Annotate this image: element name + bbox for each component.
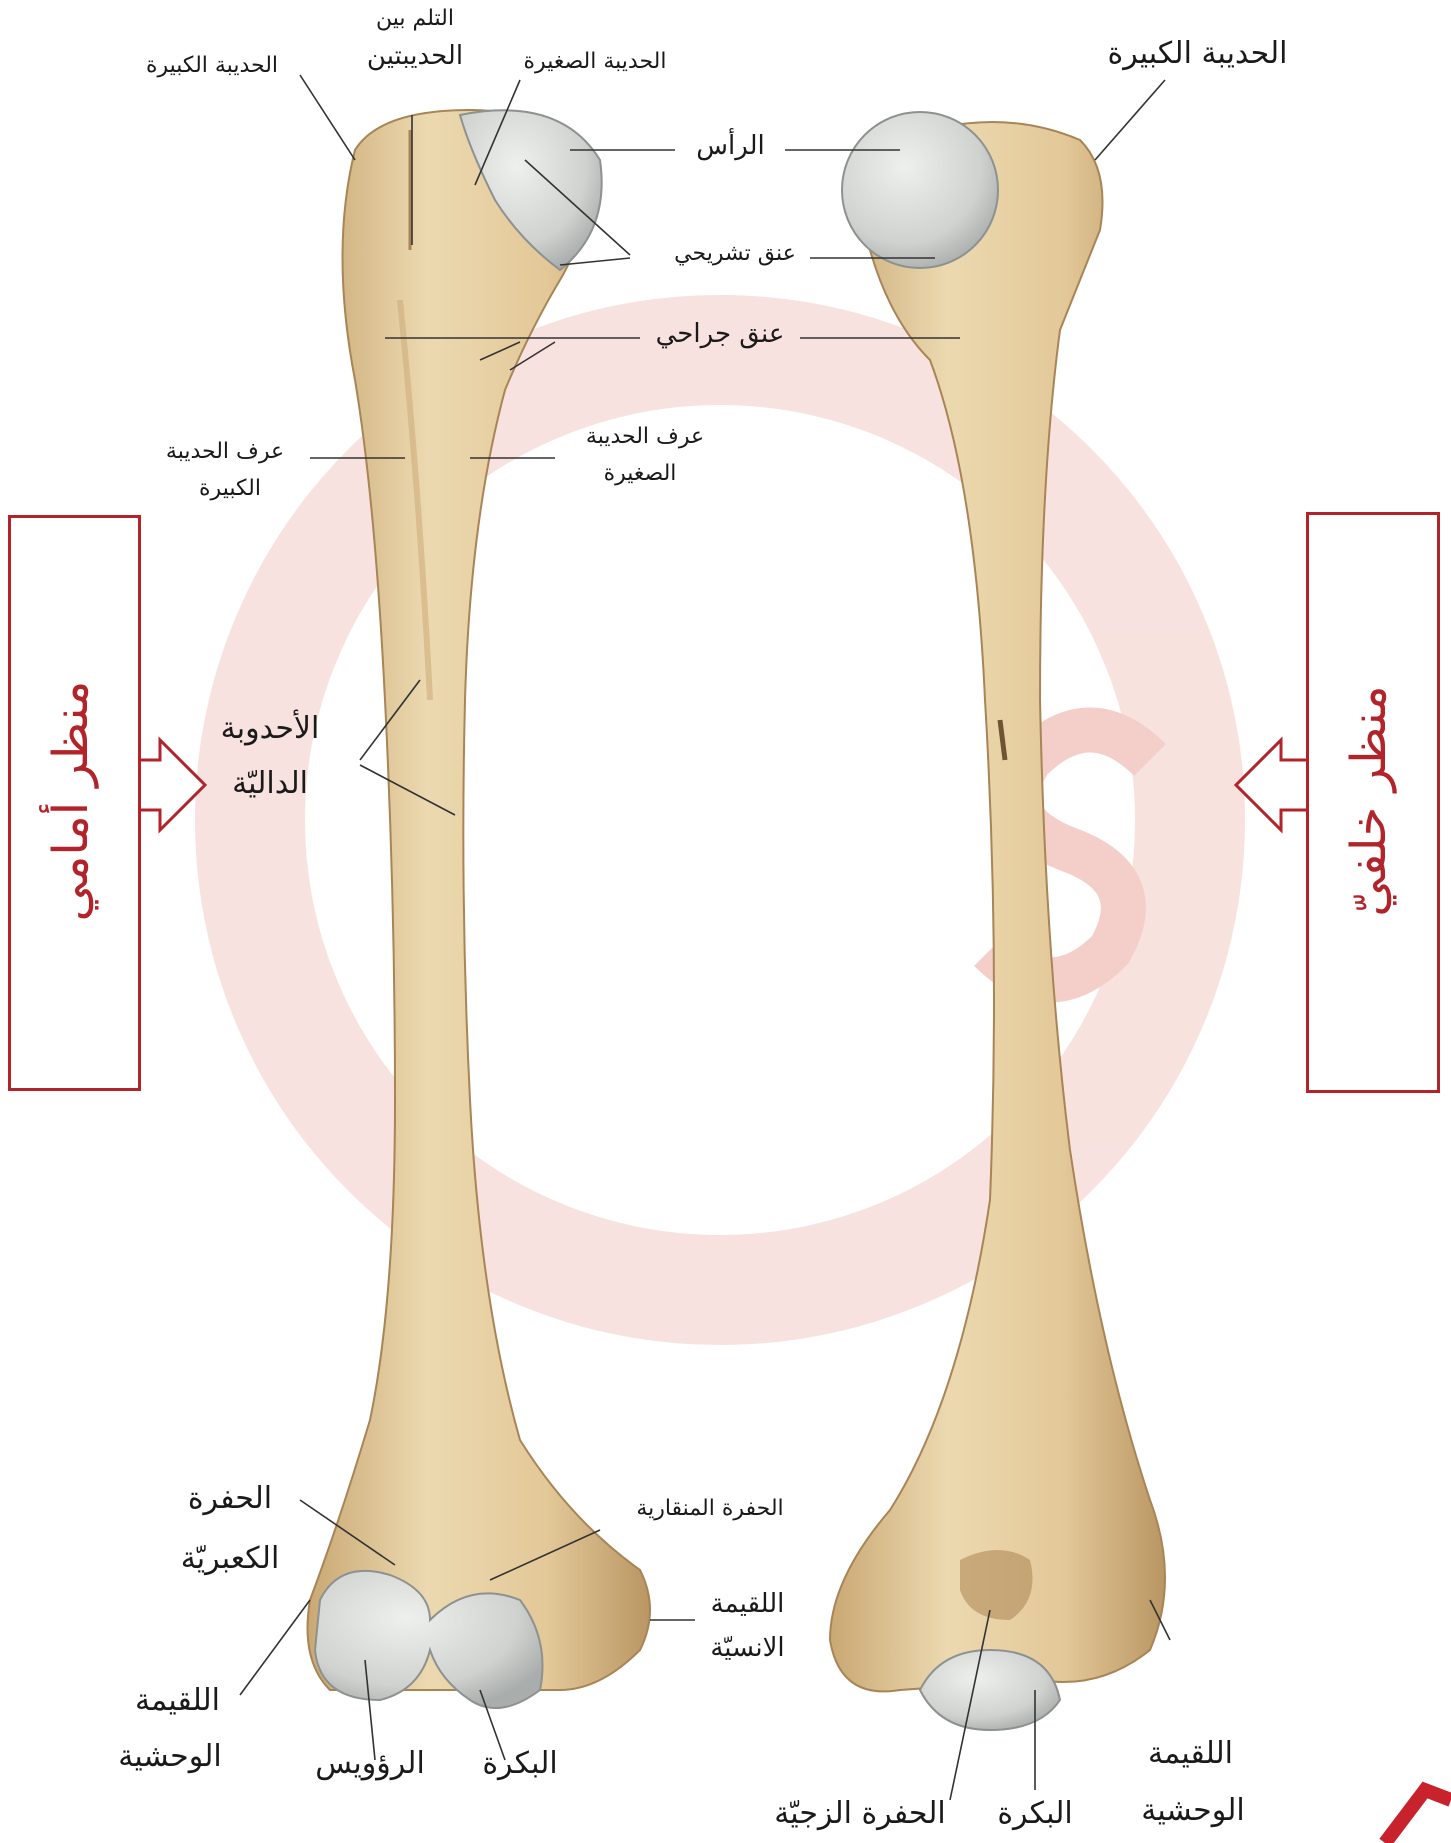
label-lateral-epicondyle-posterior-line2: الوحشية bbox=[1118, 1792, 1268, 1830]
label-radial-fossa-line2: الكعبريّة bbox=[155, 1540, 305, 1578]
label-trochlea-anterior: البكرة bbox=[470, 1745, 570, 1783]
label-greater-tubercle-anterior: الحديبة الكبيرة bbox=[122, 52, 302, 80]
label-capitulum: الرؤويس bbox=[300, 1745, 440, 1783]
posterior-view-box: منظر خلفيّ bbox=[1306, 512, 1440, 1093]
label-olecranon-fossa: الحفرة الزجيّة bbox=[755, 1795, 965, 1833]
label-lesser-crest-line2: الصغيرة bbox=[585, 460, 695, 488]
label-deltoid-tuberosity-line2: الداليّة bbox=[215, 765, 325, 803]
posterior-view-title: منظر خلفيّ bbox=[1341, 641, 1397, 961]
label-medial-epicondyle-line2: الانسيّة bbox=[690, 1632, 805, 1665]
anterior-view-box: منظر أمامي bbox=[8, 515, 141, 1091]
label-greater-crest-line2: الكبيرة bbox=[175, 475, 285, 503]
label-lesser-crest-line1: عرف الحديبة bbox=[565, 423, 725, 451]
posterior-arrow bbox=[1236, 740, 1306, 830]
label-deltoid-tuberosity-line1: الأحدوبة bbox=[195, 710, 345, 748]
label-greater-crest-line1: عرف الحديبة bbox=[145, 438, 305, 466]
anterior-view-title: منظر أمامي bbox=[43, 641, 99, 961]
label-trochlea-posterior: البكرة bbox=[985, 1795, 1085, 1833]
label-lateral-epicondyle-anterior-line2: الوحشية bbox=[95, 1738, 245, 1776]
label-lateral-epicondyle-anterior-line1: اللقيمة bbox=[120, 1682, 235, 1720]
label-greater-tubercle-posterior: الحديبة الكبيرة bbox=[1085, 35, 1310, 73]
label-surgical-neck: عنق جراحي bbox=[640, 318, 800, 351]
label-lateral-epicondyle-posterior-line1: اللقيمة bbox=[1128, 1735, 1253, 1773]
label-intertubercular-line2: الحديبتين bbox=[345, 40, 485, 73]
label-coronoid-fossa: الحفرة المنقارية bbox=[605, 1495, 815, 1523]
label-anatomical-neck: عنق تشريحي bbox=[660, 240, 810, 268]
anterior-arrow bbox=[135, 740, 205, 830]
label-medial-epicondyle-line1: اللقيمة bbox=[695, 1588, 800, 1621]
label-radial-fossa-line1: الحفرة bbox=[170, 1480, 290, 1518]
label-intertubercular-line1: التلم بين bbox=[345, 5, 485, 33]
label-head: الرأس bbox=[678, 130, 783, 163]
corner-logo-mark bbox=[1385, 1790, 1451, 1843]
label-lesser-tubercle: الحديبة الصغيرة bbox=[495, 48, 695, 76]
